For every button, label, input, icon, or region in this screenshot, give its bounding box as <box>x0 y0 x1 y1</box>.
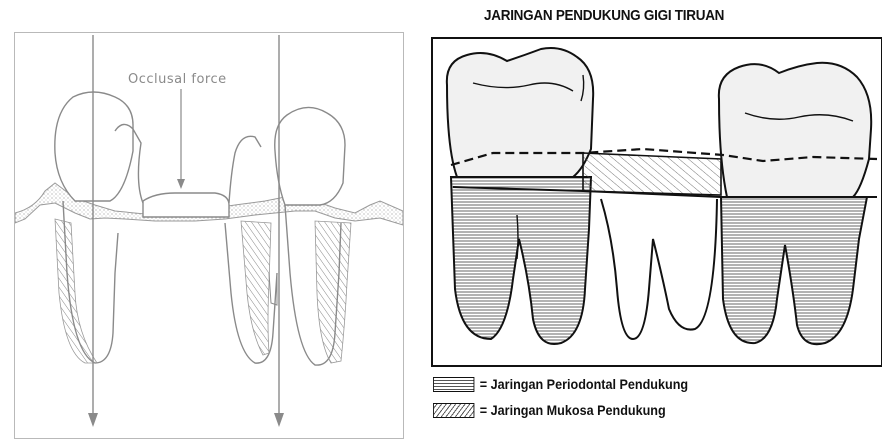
left-diagram-panel: Occlusal force <box>14 32 404 439</box>
pontic <box>143 193 229 217</box>
right-diagram-panel <box>431 37 882 367</box>
mucosa-support-area <box>583 153 721 195</box>
left-abutment-crown <box>55 92 133 201</box>
right-molar-crown <box>719 63 871 197</box>
force-arrow-right <box>274 35 284 427</box>
right-abutment-crown <box>275 107 345 205</box>
legend-item-periodontal: = Jaringan Periodontal Pendukung <box>433 376 688 392</box>
legend-item-mucosa: = Jaringan Mukosa Pendukung <box>433 402 666 418</box>
occlusal-force-label: Occlusal force <box>128 72 227 87</box>
legend-label: = Jaringan Mukosa Pendukung <box>480 402 666 418</box>
striped-swatch-icon <box>433 377 474 392</box>
center-tooth-outline <box>601 199 717 339</box>
left-molar-roots <box>451 177 591 344</box>
hatched-swatch-icon <box>433 403 474 418</box>
figure-title: JARINGAN PENDUKUNG GIGI TIRUAN <box>484 7 724 24</box>
left-bridge-drawing <box>15 33 403 438</box>
right-molar-roots <box>721 197 867 344</box>
occlusal-force-arrow <box>177 89 185 189</box>
right-bridge-drawing <box>433 39 881 365</box>
legend-label: = Jaringan Periodontal Pendukung <box>480 376 688 392</box>
left-molar-crown <box>447 48 593 177</box>
